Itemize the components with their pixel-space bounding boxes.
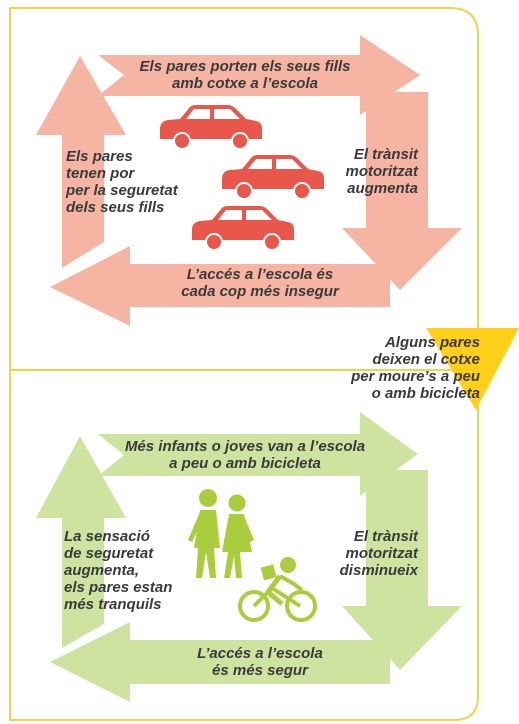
label-line: motoritzat <box>345 163 419 180</box>
bottom-arrow-bottom <box>50 622 390 702</box>
bottom-cycle-bottom-label: L’accés a l’escola és més segur <box>140 645 380 679</box>
label-line: els pares estan <box>64 579 173 596</box>
label-line: Els pares <box>66 148 133 165</box>
label-line: és més segur <box>212 662 308 679</box>
label-line: més tranquils <box>64 596 162 613</box>
walking-people-icon <box>188 489 254 578</box>
top-cycle-top-label: Els pares porten els seus fills amb cotx… <box>120 58 370 92</box>
bottom-arrow-top <box>98 412 418 496</box>
bottom-cycle-right-label: El trànsit motoritzat disminueix <box>320 528 418 579</box>
bottom-panel-frame <box>9 369 479 721</box>
top-cycle-right-label: El trànsit motoritzat augmenta <box>320 146 419 197</box>
label-line: La sensació <box>64 528 150 545</box>
label-line: Els pares porten els seus fills <box>139 58 351 75</box>
bottom-cycle-top-label: Més infants o joves van a l’escola a peu… <box>100 438 390 472</box>
top-panel-frame <box>9 7 479 371</box>
label-line: tenen por <box>66 165 135 182</box>
label-line: disminueix <box>339 562 418 579</box>
transition-triangle <box>426 328 519 410</box>
transition-label: Alguns pares deixen el cotxe per moure’s… <box>330 334 480 402</box>
cyclist-icon <box>238 557 317 622</box>
top-arrow-bottom <box>50 246 390 326</box>
label-line: Més infants o joves van a l’escola <box>124 438 366 455</box>
bottom-arrow-right <box>342 470 462 670</box>
label-line: augmenta, <box>64 562 140 579</box>
car-icon <box>192 206 294 251</box>
label-line: deixen el cotxe <box>372 351 480 368</box>
label-line: L’accés a l’escola és <box>186 266 334 283</box>
label-line: a peu o amb bicicleta <box>169 455 321 472</box>
top-arrow-top <box>98 35 420 115</box>
label-line: El trànsit <box>353 146 418 163</box>
label-line: El trànsit <box>353 528 418 545</box>
label-line: de seguretat <box>64 545 154 562</box>
top-cycle-bottom-label: L’accés a l’escola és cada cop més inseg… <box>140 266 380 300</box>
label-line: per moure’s a peu <box>351 368 480 385</box>
label-line: cada cop més insegur <box>181 283 339 300</box>
label-line: motoritzat <box>345 545 419 562</box>
label-line: augmenta <box>347 180 418 197</box>
label-line: dels seus fills <box>66 199 165 216</box>
car-icon <box>222 155 324 200</box>
label-line: per la seguretat <box>66 182 178 199</box>
top-cycle-left-label: Els pares tenen por per la seguretat del… <box>66 148 196 216</box>
bottom-cycle-left-label: La sensació de seguretat augmenta, els p… <box>64 528 184 613</box>
label-line: L’accés a l’escola <box>197 645 323 662</box>
bottom-arrow-left <box>36 436 126 648</box>
top-arrow-right <box>342 92 462 290</box>
label-line: amb cotxe a l’escola <box>172 75 318 92</box>
top-arrow-left <box>36 56 126 268</box>
car-icon <box>160 105 262 150</box>
label-line: Alguns pares <box>384 334 480 351</box>
label-line: o amb bicicleta <box>371 385 480 402</box>
